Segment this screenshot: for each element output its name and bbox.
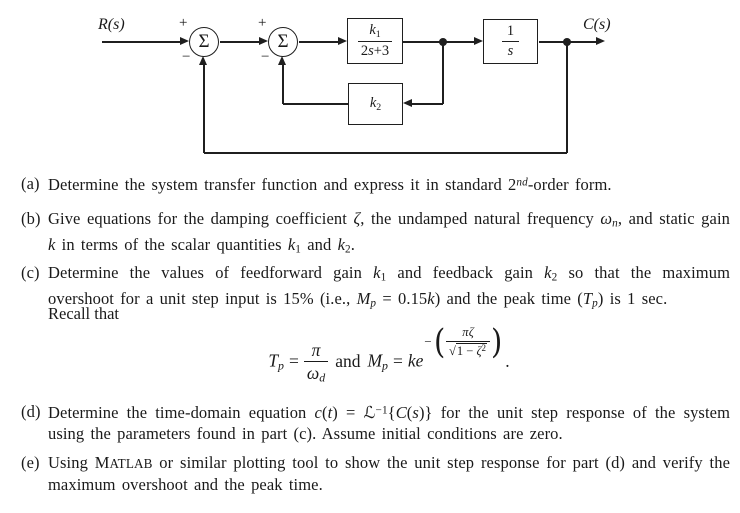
sum2-minus-sign: − — [261, 49, 270, 65]
sigma-icon: Σ — [277, 30, 289, 52]
summing-junction-1: Σ — [189, 27, 219, 57]
equals-sign: = — [393, 350, 403, 371]
squared-exponent: 2 — [481, 342, 487, 353]
one-minus: 1 − — [456, 343, 477, 358]
k1-subscript: 1 — [375, 28, 381, 40]
sum1-minus-sign: − — [182, 49, 191, 65]
den-rest: +3 — [373, 42, 390, 59]
arrowhead-icon — [474, 37, 483, 45]
item-label: (c) — [21, 263, 40, 282]
arrowhead-icon — [259, 37, 268, 45]
outer-feedback-line — [566, 41, 568, 153]
mp-symbol: M — [367, 350, 383, 371]
tp-subscript: p — [278, 358, 284, 373]
problem-item-e: (e) Using MATLAB or similar plotting too… — [21, 452, 731, 495]
exponent-fraction: πζ√1 − ζ2 — [446, 325, 491, 359]
equals-sign: = — [289, 350, 299, 371]
inner-feedback-line — [282, 64, 284, 104]
outer-feedback-line — [204, 152, 567, 154]
ke-coefficient: ke — [407, 350, 424, 371]
sum1-plus-sign: + — [179, 15, 188, 31]
sigma-icon: Σ — [198, 30, 210, 52]
problem-item-b: (b) Give equations for the damping coeff… — [21, 208, 730, 261]
inner-feedback-line — [442, 41, 444, 104]
connector-line — [299, 41, 338, 43]
item-text: Using MATLAB or similar plotting tool to… — [48, 453, 731, 494]
arrowhead-icon — [278, 56, 286, 65]
integrator-num: 1 — [501, 23, 520, 42]
close-paren: ) — [491, 321, 503, 362]
problem-item-a: (a) Determine the system transfer functi… — [21, 173, 730, 195]
arrowhead-icon — [596, 37, 605, 45]
arrowhead-icon — [338, 37, 347, 45]
recall-line: Recall that — [48, 304, 120, 323]
arrowhead-icon — [199, 56, 207, 65]
problem-item-c: (c) Determine the values of feedforward … — [21, 262, 730, 315]
connector-line — [403, 41, 474, 43]
k2-symbol: k — [369, 95, 377, 112]
inner-feedback-line — [283, 103, 348, 105]
connector-line — [220, 41, 259, 43]
item-label: (d) — [21, 402, 41, 421]
period: . — [505, 350, 510, 371]
integrator-den: s — [507, 43, 514, 59]
and-word: and — [335, 350, 361, 371]
den-var: s — [368, 42, 374, 59]
mp-subscript: p — [382, 358, 388, 373]
omega-symbol: ω — [306, 363, 320, 384]
item-label: (b) — [21, 209, 41, 228]
item-text: Give equations for the damping coefficie… — [48, 209, 730, 256]
open-paren: ( — [433, 321, 446, 362]
outer-feedback-line — [203, 64, 205, 153]
arrowhead-icon — [403, 99, 412, 107]
pi-symbol: π — [303, 340, 329, 363]
input-line — [102, 41, 180, 43]
tp-symbol: T — [268, 350, 279, 371]
input-signal-label: R(s) — [98, 16, 125, 33]
item-text: Determine the system transfer function a… — [48, 175, 612, 195]
output-signal-label: C(s) — [583, 16, 611, 33]
k2-subscript: 2 — [376, 101, 382, 113]
omega-subscript: d — [319, 370, 326, 385]
inner-feedback-line — [412, 103, 443, 105]
item-label: (e) — [21, 453, 40, 472]
item-label: (a) — [21, 174, 40, 193]
pi-zeta: πζ — [446, 325, 491, 342]
den-coeff: 2 — [360, 42, 369, 59]
feedback-gain-block: k2 — [348, 83, 403, 125]
radical-icon: √ — [449, 343, 456, 358]
exponent-expression: −(πζ√1 − ζ2) — [424, 325, 503, 359]
item-text: Determine the time-domain equation c(t) … — [48, 403, 731, 444]
forward-transfer-block: k1 2s+3 — [347, 18, 403, 64]
problem-item-d: (d) Determine the time-domain equation c… — [21, 401, 731, 444]
k1-symbol: k — [369, 22, 376, 39]
item-text: Determine the values of feedforward gain… — [48, 263, 730, 310]
block-diagram: R(s) + − Σ + − Σ k1 2s+3 1 s C(s) — [0, 0, 740, 168]
integrator-block: 1 s — [483, 19, 538, 64]
sum2-plus-sign: + — [258, 15, 267, 31]
minus-sign: − — [424, 333, 432, 349]
arrowhead-icon — [180, 37, 189, 45]
summing-junction-2: Σ — [268, 27, 298, 57]
zeta-symbol: ζ — [476, 343, 482, 358]
